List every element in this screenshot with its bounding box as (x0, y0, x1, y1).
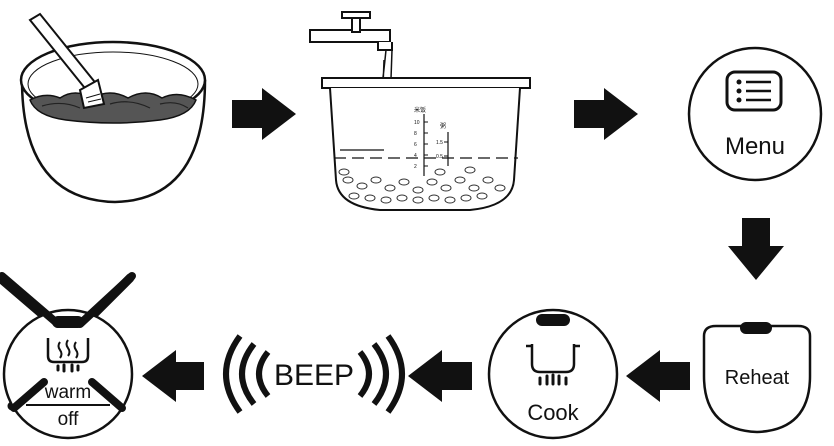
menu-button[interactable]: Menu (689, 48, 821, 180)
menu-label: Menu (725, 133, 785, 160)
water-tap-icon (310, 12, 392, 50)
reheat-indicator-icon (740, 322, 772, 334)
beep-soundwave-icon: BEEP (226, 336, 402, 412)
scale-title-left: 米饭 (414, 106, 426, 114)
cook-label: Cook (527, 400, 579, 425)
reheat-button[interactable]: Reheat (704, 322, 810, 432)
arrow-left-icon (408, 350, 472, 402)
scale-tick: 0.5 (436, 154, 443, 160)
warm-indicator-icon (52, 316, 84, 328)
arrow-down-icon (728, 218, 784, 280)
cook-indicator-icon (536, 314, 570, 326)
arrow-left-icon (626, 350, 690, 402)
arrow-right-icon (232, 88, 296, 140)
beep-label: BEEP (274, 359, 354, 392)
bowl-with-spatula (21, 14, 205, 202)
scale-tick: 6 (414, 142, 417, 148)
reheat-label: Reheat (725, 367, 790, 389)
scale-tick: 8 (414, 131, 417, 137)
arrow-right-icon (574, 88, 638, 140)
scale-tick: 2 (414, 164, 417, 170)
arrow-left-icon (142, 350, 204, 402)
scale-tick: 1.5 (436, 140, 443, 146)
scale-title-right: 粥 (440, 122, 446, 130)
menu-list-icon (727, 72, 781, 110)
warm-label: warm (44, 382, 91, 403)
scale-tick: 10 (414, 120, 420, 126)
scale-tick: 4 (414, 153, 417, 159)
off-label: off (58, 409, 80, 430)
inner-pot-with-water: 米饭 粥 10 8 6 4 2 1.5 0.5 (310, 12, 530, 210)
cook-button[interactable]: Cook (489, 310, 617, 438)
keep-warm-indicator: warm off (0, 276, 132, 438)
